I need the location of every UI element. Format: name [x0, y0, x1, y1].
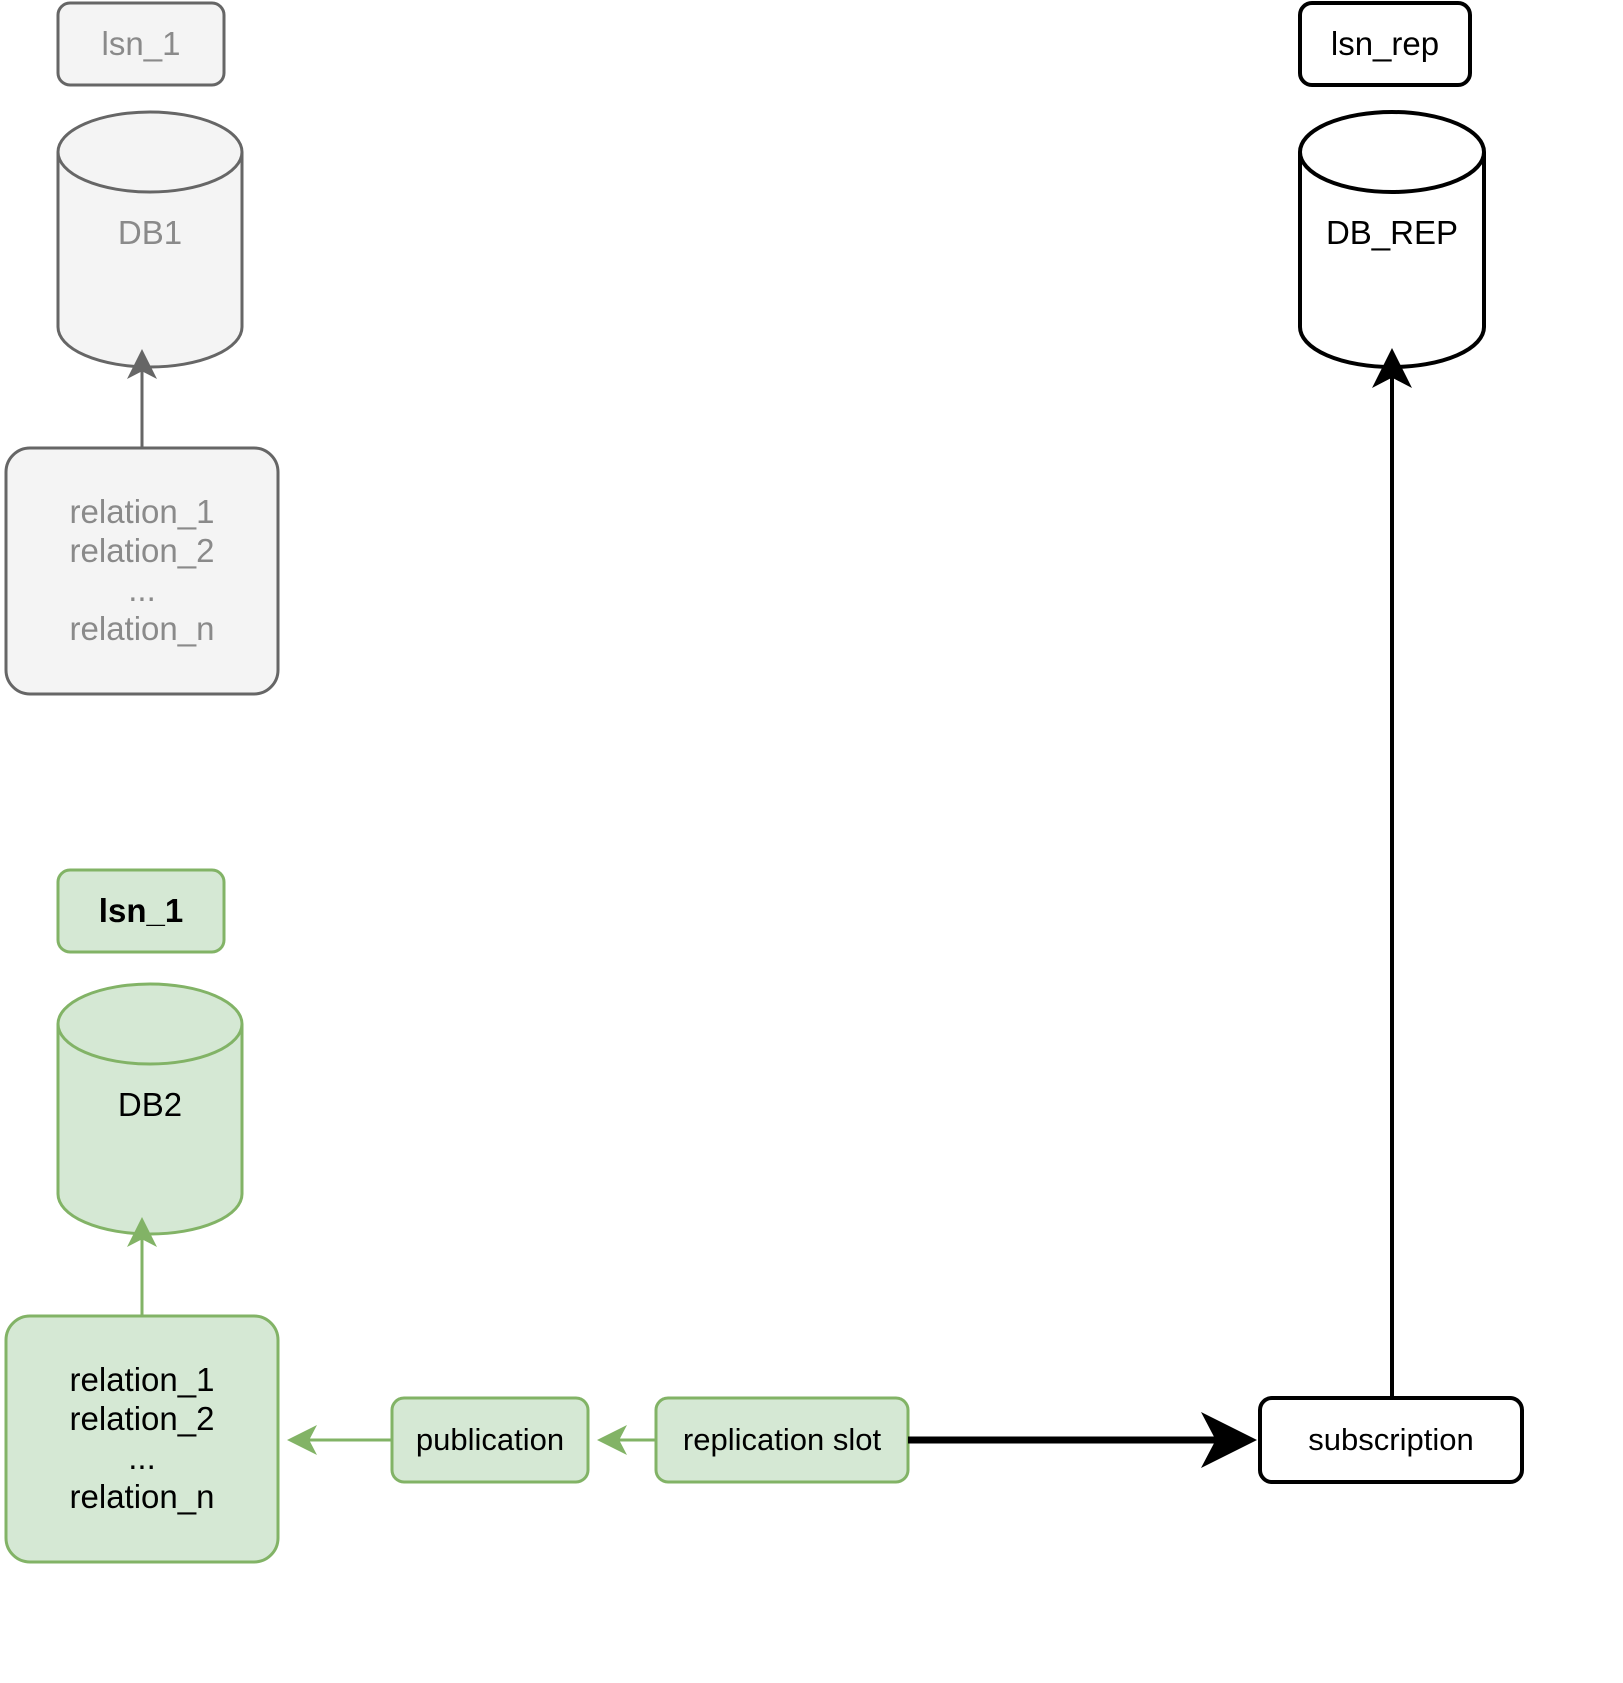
- relation-line-2: relation_2: [69, 1400, 215, 1438]
- node-relations-active-label: relation_1 relation_2 ... relation_n: [6, 1316, 278, 1562]
- group-active-source-db2: [4, 868, 910, 1564]
- node-relations-faded-label: relation_1 relation_2 ... relation_n: [6, 448, 278, 694]
- group-inactive-source-db1: [4, 1, 280, 696]
- relation-line-ellipsis: ...: [128, 1439, 156, 1476]
- relation-line-2: relation_2: [69, 532, 215, 570]
- node-subscription-shape[interactable]: [1258, 1396, 1524, 1484]
- node-lsn-1-active-shape[interactable]: [56, 868, 226, 954]
- node-lsn-rep-shape[interactable]: [1298, 1, 1472, 87]
- relation-line-n: relation_n: [69, 1477, 215, 1515]
- node-db2-shape[interactable]: [56, 982, 244, 1236]
- group-replica-target: [908, 1, 1524, 1484]
- node-replication-slot-shape[interactable]: [654, 1396, 910, 1484]
- relation-line-1: relation_1: [69, 493, 215, 531]
- relation-line-ellipsis: ...: [128, 571, 156, 608]
- node-db-rep-shape[interactable]: [1298, 110, 1486, 369]
- node-db1-shape[interactable]: [56, 110, 244, 369]
- relation-line-n: relation_n: [69, 609, 215, 647]
- node-publication-shape[interactable]: [390, 1396, 590, 1484]
- node-lsn-1-faded-shape[interactable]: [56, 1, 226, 87]
- relation-line-1: relation_1: [69, 1361, 215, 1399]
